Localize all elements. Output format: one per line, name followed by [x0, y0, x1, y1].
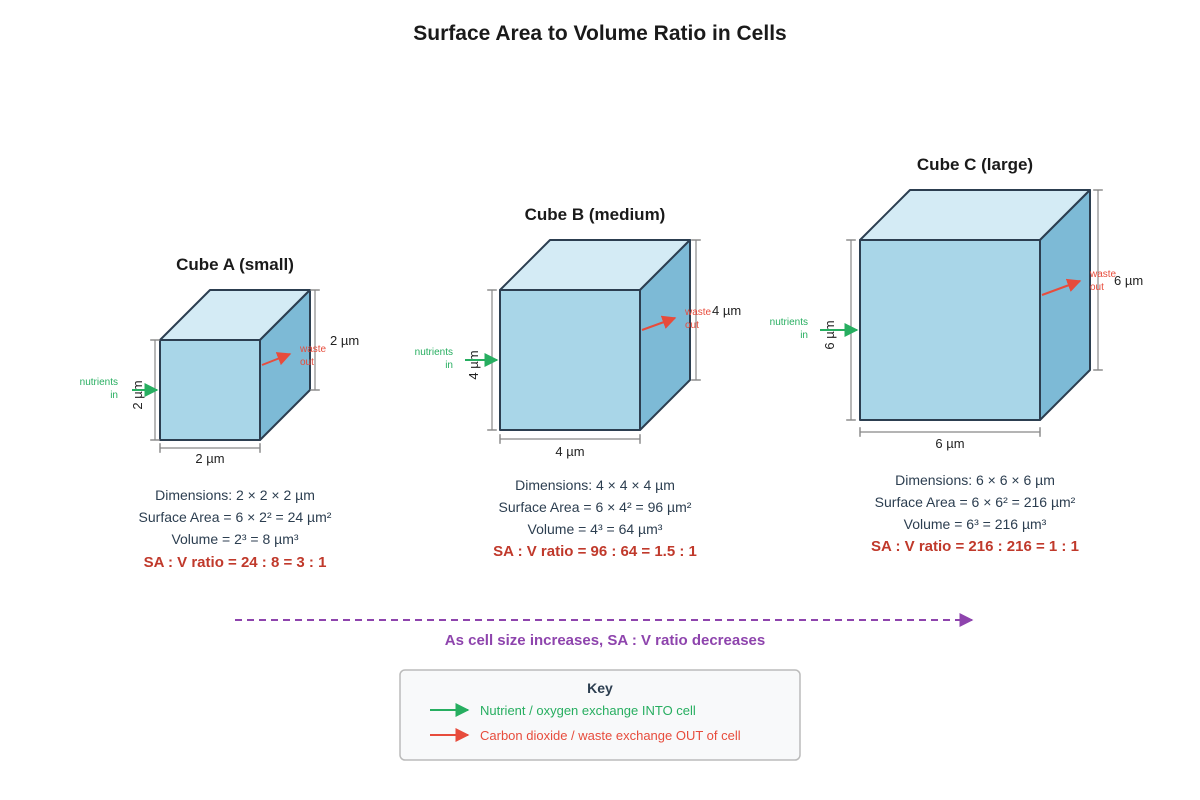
key-title: Key	[587, 680, 613, 696]
cube-b-ratio: SA : V ratio = 96 : 64 = 1.5 : 1	[493, 543, 697, 560]
cube-c-depth-label: 6 µm	[1114, 273, 1143, 288]
cube-b-nutrient-label-1: nutrients	[415, 347, 453, 358]
cube-b: Cube B (medium) 4 µm 4 µm 4 µm nutrients…	[415, 205, 742, 560]
cube-c-front-face	[859, 239, 1041, 421]
cube-a-front-face	[159, 339, 261, 441]
cube-c-waste-label-1: waste	[1089, 269, 1117, 280]
cube-c-volume: Volume = 6³ = 216 µm³	[904, 516, 1047, 532]
cube-b-dimensions: Dimensions: 4 × 4 × 4 µm	[515, 477, 675, 493]
cube-b-waste-label-1: waste	[684, 307, 712, 318]
cube-b-surface-area: Surface Area = 6 × 4² = 96 µm²	[499, 499, 692, 515]
cube-b-width-label: 4 µm	[555, 444, 584, 459]
cube-c-title: Cube C (large)	[917, 155, 1033, 174]
cube-c-nutrient-label-1: nutrients	[770, 317, 808, 328]
cube-a-width-label: 2 µm	[195, 451, 224, 466]
cube-b-waste-arrow	[641, 315, 677, 331]
cube-c-width-label: 6 µm	[935, 436, 964, 451]
cube-b-volume: Volume = 4³ = 64 µm³	[528, 521, 663, 537]
cube-a-nutrient-label-1: nutrients	[80, 377, 118, 388]
cube-c-dimensions: Dimensions: 6 × 6 × 6 µm	[895, 472, 1055, 488]
cube-b-height-label: 4 µm	[466, 350, 481, 379]
cube-a: Cube A (small) 2 µm 2 µm 2 µm nutrients …	[80, 255, 360, 571]
cube-c-waste-label-2: out	[1090, 282, 1104, 293]
cube-c-nutrient-label-2: in	[800, 330, 808, 341]
key-waste-label: Carbon dioxide / waste exchange OUT of c…	[480, 728, 741, 743]
key-box: Key Nutrient / oxygen exchange INTO cell…	[399, 669, 801, 761]
cube-a-dimensions: Dimensions: 2 × 2 × 2 µm	[155, 487, 315, 503]
cube-a-height-label: 2 µm	[130, 380, 145, 409]
cube-b-depth-label: 4 µm	[712, 303, 741, 318]
cube-c: Cube C (large) 6 µm 6 µm 6 µm nutrients …	[770, 155, 1144, 555]
key-background	[399, 669, 801, 761]
cube-a-ratio: SA : V ratio = 24 : 8 = 3 : 1	[144, 554, 327, 571]
cube-b-title: Cube B (medium)	[525, 205, 666, 224]
cube-a-title: Cube A (small)	[176, 255, 294, 274]
cube-b-waste-label-2: out	[685, 320, 699, 331]
cube-a-nutrient-label-2: in	[110, 390, 118, 401]
cube-a-surface-area: Surface Area = 6 × 2² = 24 µm²	[139, 509, 332, 525]
cube-a-waste-arrow	[261, 352, 292, 366]
cube-c-ratio: SA : V ratio = 216 : 216 = 1 : 1	[871, 538, 1079, 555]
key-nutrient-label: Nutrient / oxygen exchange INTO cell	[480, 703, 696, 718]
page-title: Surface Area to Volume Ratio in Cells	[413, 22, 786, 45]
trend-label: As cell size increases, SA : V ratio dec…	[445, 632, 765, 649]
cube-c-surface-area: Surface Area = 6 × 6² = 216 µm²	[875, 494, 1076, 510]
cube-a-waste-label-1: waste	[299, 344, 327, 355]
cube-c-height-label: 6 µm	[822, 320, 837, 349]
cube-c-waste-arrow	[1041, 278, 1082, 296]
cube-a-waste-label-2: out	[300, 357, 314, 368]
cube-b-nutrient-label-2: in	[445, 360, 453, 371]
cube-a-depth-label: 2 µm	[330, 333, 359, 348]
cube-a-volume: Volume = 2³ = 8 µm³	[171, 531, 298, 547]
cube-b-front-face	[499, 289, 641, 431]
